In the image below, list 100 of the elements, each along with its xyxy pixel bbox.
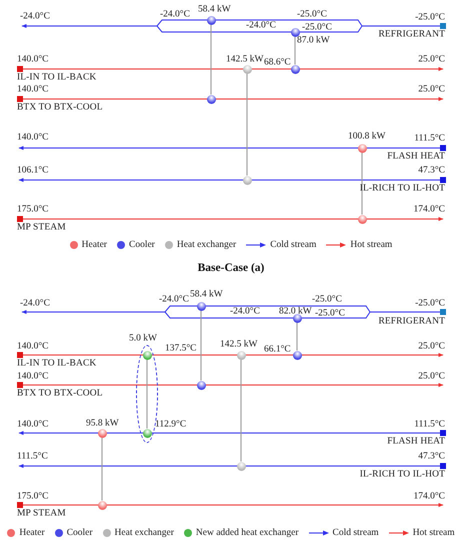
stream-name: IL-IN TO IL-BACK [17, 72, 96, 84]
temperature-label: 111.5°C [17, 452, 48, 462]
temperature-label: 140.0°C [17, 420, 49, 430]
connector-line [200, 310, 202, 381]
value-label: -25.0°C [415, 298, 445, 310]
value-label: 87.0 kW [297, 36, 330, 46]
legend-label: Cold stream [332, 528, 379, 538]
temperature-label: 25.0°C [418, 342, 445, 352]
temperature-label: 25.0°C [418, 84, 445, 96]
value-label: -25.0°C [312, 294, 342, 306]
stream-arrow [22, 503, 444, 507]
legend-label: Heat exchanger [176, 240, 236, 250]
value-label: -25.0°C [297, 10, 327, 20]
value-label: 58.4 kW [198, 4, 231, 16]
value-label: 111.5°C [414, 420, 445, 430]
exchanger-dot [292, 350, 302, 360]
value-label: -25.0°C [415, 12, 445, 24]
temperature-label: -24.0°C [20, 12, 50, 22]
exchanger-dot [98, 500, 106, 510]
connector-line [246, 73, 248, 176]
value-label: -24.0°C [246, 20, 276, 32]
value-label: 95.8 kW [86, 418, 119, 430]
value-label: -24.0°C [160, 10, 190, 20]
stream-arrow [22, 353, 444, 357]
legend-label: New added heat exchanger [196, 528, 298, 538]
stream-start-square [440, 23, 446, 29]
legend-label: Heat exchanger [114, 528, 174, 538]
temperature-label: 25.0°C [418, 372, 445, 382]
value-label: 47.3°C [418, 166, 445, 176]
caption: Base-Case (a) [196, 262, 266, 274]
stream-arrow [18, 431, 440, 435]
value-label: 142.5 kW [226, 54, 264, 66]
stream-arrow [22, 20, 440, 32]
exchanger-dot [142, 350, 152, 360]
exchanger-dot [236, 350, 246, 360]
value-label: -25.0°C [302, 22, 332, 34]
connector-line [296, 322, 298, 351]
legend-label: Heater [19, 528, 45, 538]
exchanger-dot [236, 462, 246, 470]
connector-line [146, 359, 148, 429]
stream-start-square [17, 66, 23, 72]
stream-start-square [17, 502, 23, 508]
exchanger-dot [98, 428, 106, 438]
value-label: 175.0°C [17, 204, 49, 216]
stream-arrow [18, 178, 440, 182]
value-label: 140.0°C [17, 84, 49, 96]
value-label: 140.0°C [17, 54, 49, 66]
legend-label: Hot stream [350, 240, 392, 250]
connector-line [210, 24, 212, 95]
value-label: 137.5°C [165, 344, 197, 354]
stream-arrow [18, 464, 440, 468]
legend-label: Cooler [128, 240, 155, 250]
value-label: -24.0°C [230, 306, 260, 318]
value-label: 47.3°C [418, 452, 445, 462]
stream-start-square [440, 145, 446, 151]
stream-name: FLASH HEAT [387, 436, 445, 448]
legend-label: Cooler [66, 528, 93, 538]
stream-name: MP STEAM [17, 222, 66, 234]
stream-start-square [440, 309, 446, 315]
value-label: 66.1°C [264, 344, 291, 356]
value-label: 140.0°C [17, 342, 49, 352]
temperature-label: 140.0°C [17, 132, 49, 144]
temperature-label: -24.0°C [20, 298, 50, 310]
connector-line [294, 36, 296, 65]
value-label: -25.0°C [315, 308, 345, 320]
value-label: 58.4 kW [190, 290, 223, 300]
legend-label: Heater [82, 240, 107, 250]
stream-name: BTX TO BTX-COOL [17, 388, 103, 400]
stream-start-square [17, 216, 23, 222]
temperature-label: 25.0°C [418, 54, 445, 66]
exchanger-dot [290, 64, 300, 74]
value-label: -24.0°C [159, 294, 189, 306]
exchanger-dot [206, 16, 216, 24]
stream-name: MP STEAM [17, 508, 66, 520]
stream-name: REFRIGERANT [378, 316, 445, 328]
temperature-label: 174.0°C [413, 492, 445, 502]
legend-label: Cold stream [270, 240, 316, 250]
value-label: 5.0 kW [129, 334, 157, 344]
exchanger-dot [206, 94, 216, 104]
value-label: 111.5°C [414, 134, 445, 144]
exchanger-dot [292, 314, 302, 322]
stream-name: FLASH HEAT [387, 152, 445, 162]
stream-start-square [440, 430, 446, 436]
stream-start-square [17, 352, 23, 358]
value-label: 142.5 kW [220, 340, 258, 350]
stream-arrow [22, 217, 444, 221]
exchanger-dot [142, 428, 152, 438]
exchanger-dot [196, 380, 206, 390]
exchanger-dot [358, 144, 366, 152]
value-label: 112.9°C [155, 420, 186, 430]
connector-line [240, 359, 242, 462]
stream-name: REFRIGERANT [378, 30, 445, 40]
stream-arrow [22, 67, 444, 71]
stream-name: IL-IN TO IL-BACK [17, 358, 96, 370]
temperature-label: 106.1°C [17, 166, 49, 176]
value-label: 82.0 kW [279, 306, 312, 318]
temperature-label: 174.0°C [413, 204, 445, 216]
exchanger-dot [242, 64, 252, 74]
exchanger-dot [242, 176, 252, 184]
legend-label: Hot stream [412, 528, 455, 538]
